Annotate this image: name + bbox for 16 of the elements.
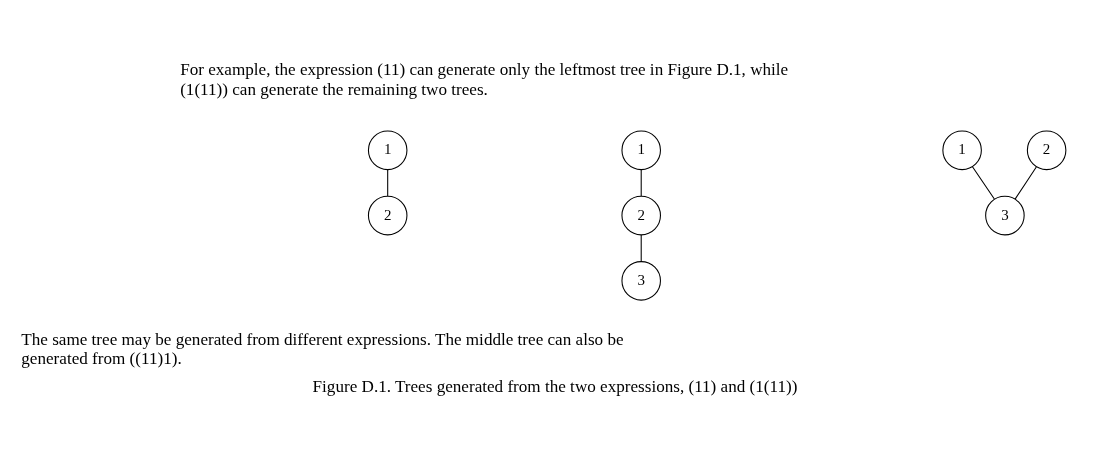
connector — [387, 168, 389, 197]
node-circle: 3 — [985, 195, 1025, 235]
label: The same tree may be generated from different expressions. The middle tree can also be generated from ((11)1). — [21, 329, 624, 368]
node-circle: 2 — [1026, 130, 1067, 170]
node-circle: 1 — [942, 130, 982, 170]
label: For example, the expression (11) can generate only the leftmost tree in Figure D.1, while (1(11)) can generate the remaining two trees. — [180, 59, 789, 98]
connector — [640, 233, 642, 262]
caption: Figure D.1. Trees generated from the two expressions, (11) and (1(11)) — [312, 376, 798, 396]
connector — [1014, 165, 1037, 200]
node-circle: 3 — [621, 260, 661, 301]
connector — [640, 168, 642, 197]
node-circle: 1 — [367, 130, 408, 170]
connector — [971, 165, 995, 199]
node-circle: 2 — [367, 195, 408, 235]
node-circle: 1 — [621, 130, 661, 170]
node-circle: 2 — [621, 195, 661, 235]
